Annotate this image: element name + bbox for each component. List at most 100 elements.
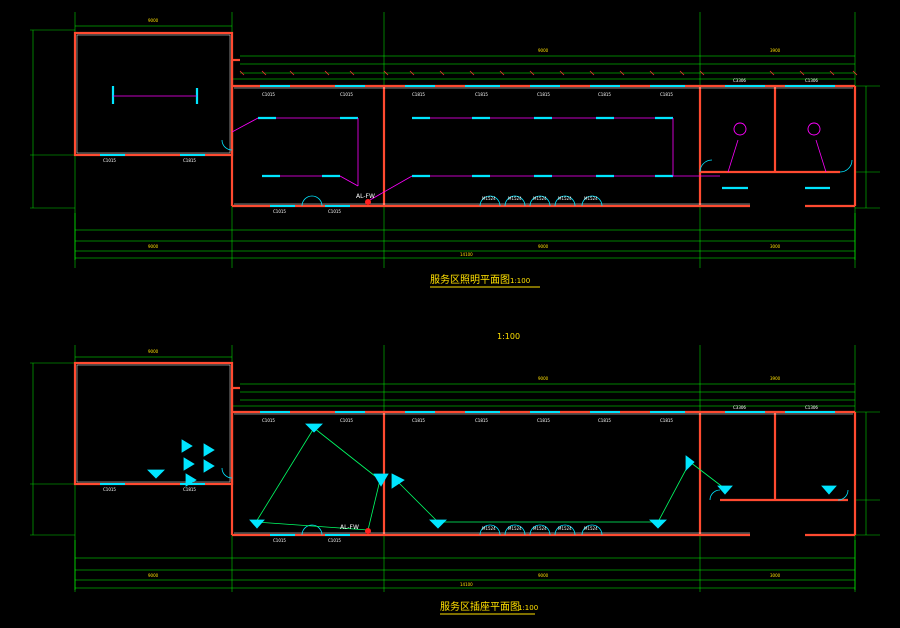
window-label: C1815 (475, 92, 488, 97)
dimension-text: 3900 (770, 376, 781, 381)
window-label: C3306 (733, 405, 746, 410)
socket-grid-lines (30, 345, 880, 592)
door-label: M1524 (584, 526, 598, 531)
lighting-wall-inner (76, 34, 853, 205)
window-label: C1015 (340, 418, 353, 423)
window-label: C1815 (598, 418, 611, 423)
window-label: C1015 (328, 538, 341, 543)
lighting-panel: AL-FW (356, 193, 375, 205)
socket-icon (203, 459, 215, 473)
lighting-grid-lines (30, 12, 880, 268)
window-label: C1015 (328, 209, 341, 214)
lighting-dim-text: 9000 9000 3900 9000 9000 3000 14100 (148, 18, 781, 257)
socket-icon (429, 519, 447, 529)
window-label: C1815 (412, 92, 425, 97)
door-label: M1524 (558, 196, 572, 201)
window-label: C1015 (103, 158, 116, 163)
window-label: C1815 (475, 418, 488, 423)
lighting-door-labels: M1524 M1524 M1524 M1524 M1524 (482, 196, 598, 201)
lighting-window-labels: C1015 C1015 C1815 C1815 C1815 C1815 C181… (103, 78, 818, 214)
window-label: C1015 (262, 418, 275, 423)
door-label: M1524 (508, 196, 522, 201)
window-label: C1815 (537, 418, 550, 423)
window-label: C1815 (183, 487, 196, 492)
window-label: C1306 (805, 78, 818, 83)
dimension-text: 9000 (148, 573, 159, 578)
lighting-fixtures (111, 86, 830, 190)
socket-icon (373, 473, 389, 487)
socket-icon (821, 485, 837, 495)
dimension-text: 9000 (538, 376, 549, 381)
lighting-wires (113, 95, 827, 201)
window-label: C1815 (183, 158, 196, 163)
socket-dim-bottom (74, 540, 856, 590)
dimension-text: 9000 (148, 18, 159, 23)
lighting-dim-bottom (74, 213, 856, 260)
socket-icon (181, 439, 193, 453)
socket-icon (203, 443, 215, 457)
dimension-text: 3000 (770, 573, 781, 578)
socket-icon (249, 519, 265, 529)
socket-door-labels: M1524 M1524 M1524 M1524 M1524 (482, 526, 598, 531)
dimension-text: 9000 (148, 244, 159, 249)
window-label: C1015 (273, 209, 286, 214)
socket-icon (717, 485, 733, 495)
window-label: C1015 (103, 487, 116, 492)
window-label: C1015 (262, 92, 275, 97)
socket-icon (391, 473, 405, 489)
socket-icon (185, 473, 197, 487)
socket-icon (183, 457, 195, 471)
socket-doors (221, 467, 849, 536)
lighting-ceiling-lights (733, 122, 821, 136)
dimension-text: 9000 (538, 244, 549, 249)
dimension-text: 14100 (460, 252, 473, 257)
socket-wires (255, 427, 725, 531)
dimension-text: 9000 (538, 48, 549, 53)
panel-label: AL-FW (340, 524, 359, 531)
mid-scale-label: 1:100 (497, 332, 520, 341)
window-label: C1815 (660, 92, 673, 97)
dimension-text: 9000 (538, 573, 549, 578)
lighting-walls (73, 31, 857, 208)
socket-panel: AL-FW (340, 524, 371, 534)
dimension-text: 3000 (770, 244, 781, 249)
dimension-text: 14100 (460, 582, 473, 587)
window-label: C1306 (805, 405, 818, 410)
window-label: C1815 (412, 418, 425, 423)
window-label: C1815 (598, 92, 611, 97)
socket-plan: C1015 C1015 C1815 C1815 C1815 C1815 C181… (30, 345, 880, 615)
lighting-dim-top (75, 25, 855, 80)
socket-icon (649, 519, 667, 529)
door-label: M1524 (482, 196, 496, 201)
panel-label: AL-FW (356, 193, 375, 200)
socket-icon (147, 469, 165, 479)
socket-dim-text: 9000 9000 3900 9000 9000 3000 14100 (148, 349, 781, 587)
door-label: M1524 (533, 196, 547, 201)
socket-plan-scale: 1:100 (518, 604, 538, 612)
lighting-dim-ticks (239, 70, 858, 76)
socket-windows (100, 411, 835, 536)
door-label: M1524 (533, 526, 547, 531)
socket-wall-inner (76, 364, 853, 534)
window-label: C1815 (537, 92, 550, 97)
socket-dim-top (75, 356, 855, 407)
window-label: C1815 (660, 418, 673, 423)
socket-icon (685, 455, 695, 471)
lighting-doors (221, 139, 853, 207)
lighting-plan-title: 服务区照明平面图 (430, 273, 510, 286)
socket-window-labels: C1015 C1015 C1815 C1815 C1815 C1815 C181… (103, 405, 818, 543)
door-label: M1524 (558, 526, 572, 531)
dimension-text: 3900 (770, 48, 781, 53)
door-label: M1524 (482, 526, 496, 531)
socket-icon (305, 423, 323, 433)
window-label: C1015 (273, 538, 286, 543)
dimension-text: 9000 (148, 349, 159, 354)
lighting-plan: C1015 C1015 C1815 C1815 C1815 C1815 C181… (30, 12, 880, 288)
door-label: M1524 (584, 196, 598, 201)
door-label: M1524 (508, 526, 522, 531)
socket-plan-title: 服务区插座平面图 (440, 600, 520, 613)
window-label: C1015 (340, 92, 353, 97)
lighting-plan-scale: 1:100 (510, 277, 530, 285)
socket-walls (73, 361, 857, 537)
